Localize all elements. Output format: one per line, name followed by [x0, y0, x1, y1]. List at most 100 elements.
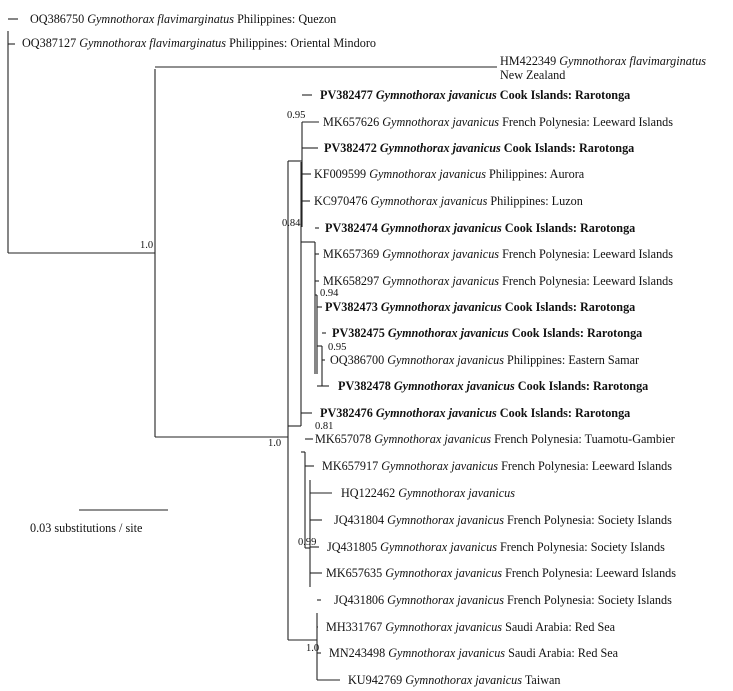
locality: Cook Islands: Rarotonga — [517, 379, 649, 393]
locality: French Polynesia: Leeward Islands — [505, 566, 676, 580]
accession-number: PV382477 — [320, 88, 373, 102]
locality: New Zealand — [500, 68, 566, 82]
species-name: Gymnothorax javanicus — [405, 673, 522, 687]
species-name: Gymnothorax javanicus — [381, 459, 499, 473]
species-name: Gymnothorax javanicus — [380, 540, 497, 554]
species-name: Gymnothorax javanicus — [379, 141, 501, 155]
species-name: Gymnothorax javanicus — [385, 566, 503, 580]
species-name: Gymnothorax javanicus — [387, 353, 504, 367]
accession-number: PV382478 — [338, 379, 391, 393]
support-value: 0.84 — [282, 218, 301, 229]
species-name: Gymnothorax javanicus — [393, 379, 515, 393]
tip-label: PV382476 Gymnothorax javanicus Cook Isla… — [320, 406, 630, 420]
species-name: Gymnothorax javanicus — [375, 88, 497, 102]
tip-label: MK658297 Gymnothorax javanicus French Po… — [323, 274, 673, 288]
accession-number: HQ122462 — [341, 486, 396, 500]
locality: Cook Islands: Rarotonga — [499, 88, 631, 102]
accession-number: MK658297 — [323, 274, 380, 288]
accession-number: MN243498 — [329, 646, 386, 660]
accession-number: PV382473 — [325, 300, 378, 314]
tip-label: KU942769 Gymnothorax javanicus Taiwan — [348, 673, 561, 687]
tip-label: JQ431805 Gymnothorax javanicus French Po… — [327, 540, 665, 554]
tip-label: OQ387127 Gymnothorax flavimarginatus Phi… — [22, 36, 376, 50]
species-name: Gymnothorax javanicus — [380, 221, 502, 235]
locality: Cook Islands: Rarotonga — [504, 221, 636, 235]
tip-label: OQ386700 Gymnothorax javanicus Philippin… — [330, 353, 639, 367]
locality: Philippines: Eastern Samar — [507, 353, 640, 367]
accession-number: KC970476 — [314, 194, 368, 208]
locality: Cook Islands: Rarotonga — [511, 326, 643, 340]
accession-number: MK657078 — [315, 432, 372, 446]
scale-bar-label: 0.03 substitutions / site — [30, 521, 143, 535]
locality: French Polynesia: Society Islands — [506, 513, 672, 527]
support-value: 0.95 — [328, 342, 347, 353]
accession-number: KU942769 — [348, 673, 403, 687]
locality: Cook Islands: Rarotonga — [504, 300, 636, 314]
tip-label: MH331767 Gymnothorax javanicus Saudi Ara… — [326, 620, 615, 634]
accession-number: PV382476 — [320, 406, 373, 420]
tip-label: PV382478 Gymnothorax javanicus Cook Isla… — [338, 379, 648, 393]
tip-label: JQ431804 Gymnothorax javanicus French Po… — [334, 513, 672, 527]
accession-number: HM422349 — [500, 54, 557, 68]
species-name: Gymnothorax flavimarginatus — [79, 36, 227, 50]
accession-number: KF009599 — [314, 167, 367, 181]
accession-number: MK657369 — [323, 247, 380, 261]
locality: French Polynesia: Leeward Islands — [502, 274, 673, 288]
tip-label: MN243498 Gymnothorax javanicus Saudi Ara… — [329, 646, 618, 660]
tip-label: PV382473 Gymnothorax javanicus Cook Isla… — [325, 300, 635, 314]
tip-label: MK657078 Gymnothorax javanicus French Po… — [315, 432, 675, 446]
tip-label: KC970476 Gymnothorax javanicus Philippin… — [314, 194, 583, 208]
tip-label: KF009599 Gymnothorax javanicus Philippin… — [314, 167, 584, 181]
support-value: 1.0 — [268, 438, 282, 449]
locality: Saudi Arabia: Red Sea — [505, 620, 616, 634]
tip-label: MK657626 Gymnothorax javanicus French Po… — [323, 115, 673, 129]
tip-label: PV382474 Gymnothorax javanicus Cook Isla… — [325, 221, 635, 235]
accession-number: JQ431804 — [334, 513, 385, 527]
locality: Cook Islands: Rarotonga — [499, 406, 631, 420]
locality: Philippines: Oriental Mindoro — [229, 36, 376, 50]
accession-number: OQ387127 — [22, 36, 77, 50]
species-name: Gymnothorax javanicus — [369, 167, 486, 181]
tip-label: PV382477 Gymnothorax javanicus Cook Isla… — [320, 88, 630, 102]
support-value: 0.81 — [315, 421, 334, 432]
tip-label: JQ431806 Gymnothorax javanicus French Po… — [334, 593, 672, 607]
locality: French Polynesia: Leeward Islands — [502, 115, 673, 129]
accession-number: MK657917 — [322, 459, 379, 473]
species-name: Gymnothorax javanicus — [374, 432, 492, 446]
species-name: Gymnothorax javanicus — [375, 406, 497, 420]
locality: Philippines: Quezon — [237, 12, 337, 26]
locality: Philippines: Aurora — [489, 167, 585, 181]
locality: Taiwan — [524, 673, 561, 687]
accession-number: MH331767 — [326, 620, 383, 634]
tip-label: MK657635 Gymnothorax javanicus French Po… — [326, 566, 676, 580]
species-name: Gymnothorax javanicus — [387, 513, 504, 527]
locality: Cook Islands: Rarotonga — [503, 141, 635, 155]
locality: French Polynesia: Society Islands — [506, 593, 672, 607]
species-name: Gymnothorax javanicus — [370, 194, 488, 208]
species-name: Gymnothorax javanicus — [380, 300, 502, 314]
accession-number: OQ386700 — [330, 353, 385, 367]
tip-label: PV382475 Gymnothorax javanicus Cook Isla… — [332, 326, 642, 340]
accession-number: PV382472 — [324, 141, 377, 155]
support-value: 0.95 — [287, 110, 306, 121]
accession-number: JQ431805 — [327, 540, 378, 554]
support-value: 1.0 — [306, 643, 320, 654]
tip-label: PV382472 Gymnothorax javanicus Cook Isla… — [324, 141, 634, 155]
support-value: 0.94 — [320, 288, 339, 299]
species-name: Gymnothorax javanicus — [385, 620, 503, 634]
species-name: Gymnothorax flavimarginatus — [559, 54, 707, 68]
accession-number: MK657635 — [326, 566, 383, 580]
accession-number: JQ431806 — [334, 593, 385, 607]
species-name: Gymnothorax javanicus — [382, 115, 500, 129]
species-name: Gymnothorax javanicus — [398, 486, 515, 500]
tip-label: MK657369 Gymnothorax javanicus French Po… — [323, 247, 673, 261]
species-name: Gymnothorax javanicus — [382, 274, 500, 288]
tip-label: OQ386750 Gymnothorax flavimarginatus Phi… — [30, 12, 336, 26]
species-name: Gymnothorax javanicus — [382, 247, 500, 261]
locality: Philippines: Luzon — [490, 194, 583, 208]
species-name: Gymnothorax flavimarginatus — [87, 12, 235, 26]
species-name: Gymnothorax javanicus — [387, 326, 509, 340]
locality: French Polynesia: Tuamotu-Gambier — [494, 432, 675, 446]
